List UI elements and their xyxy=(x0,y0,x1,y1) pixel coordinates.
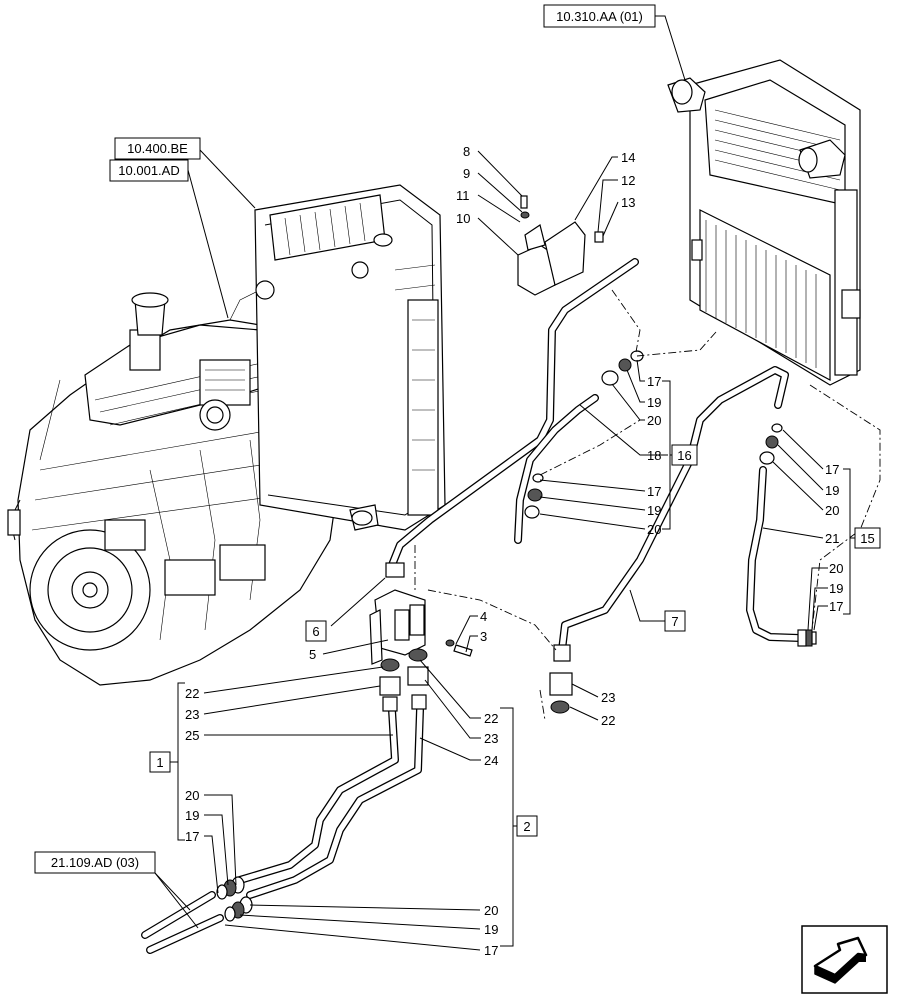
svg-text:6: 6 xyxy=(312,624,319,639)
callout-19-left: 19 xyxy=(185,808,199,823)
callout-8: 8 xyxy=(463,144,470,159)
pipes xyxy=(141,258,804,954)
svg-text:2: 2 xyxy=(523,819,530,834)
callout-17-d: 17 xyxy=(829,599,843,614)
callout-22-center: 22 xyxy=(484,711,498,726)
callout-11: 11 xyxy=(456,188,470,203)
callout-box-6: 6 xyxy=(305,620,327,642)
ref-box-engine-2[interactable]: 10.001.AD xyxy=(109,159,189,182)
ref-pipe-text: 21.109.AD (03) xyxy=(51,855,139,870)
callout-25: 25 xyxy=(185,728,199,743)
callout-17-a: 17 xyxy=(647,374,661,389)
callout-20-a: 20 xyxy=(647,413,661,428)
ref-radiator-text: 10.310.AA (01) xyxy=(556,9,643,24)
callout-21: 21 xyxy=(825,531,839,546)
engine-radiator-illustration xyxy=(254,184,446,531)
callout-17-left: 17 xyxy=(185,829,199,844)
callout-10: 10 xyxy=(456,211,470,226)
ref-box-pipe[interactable]: 21.109.AD (03) xyxy=(34,851,156,874)
ref-engine-1-text: 10.400.BE xyxy=(127,141,188,156)
callout-20-left: 20 xyxy=(185,788,199,803)
callout-19-b: 19 xyxy=(647,503,661,518)
ref-box-radiator[interactable]: 10.310.AA (01) xyxy=(543,4,656,28)
svg-text:15: 15 xyxy=(860,531,874,546)
callout-box-2: 2 xyxy=(516,815,538,837)
callout-box-1: 1 xyxy=(149,751,171,773)
callout-9: 9 xyxy=(463,166,470,181)
callout-18: 18 xyxy=(647,448,661,463)
ref-engine-2-text: 10.001.AD xyxy=(118,163,179,178)
callout-17-bottom: 17 xyxy=(484,943,498,958)
callout-19-bottom: 19 xyxy=(484,922,498,937)
callout-17-b: 17 xyxy=(647,484,661,499)
next-page-arrow-icon[interactable] xyxy=(801,925,888,994)
callout-14: 14 xyxy=(621,150,635,165)
ref-box-engine-1[interactable]: 10.400.BE xyxy=(114,137,201,160)
callout-box-16: 16 xyxy=(671,444,698,466)
callout-numbers: 8 9 11 10 14 12 13 17 19 20 18 17 19 20 … xyxy=(185,144,843,958)
callout-5: 5 xyxy=(309,647,316,662)
callout-22-right: 22 xyxy=(601,713,615,728)
svg-text:7: 7 xyxy=(671,614,678,629)
svg-text:1: 1 xyxy=(156,755,163,770)
callout-3: 3 xyxy=(480,629,487,644)
callout-22-left: 22 xyxy=(185,686,199,701)
callout-17-c: 17 xyxy=(825,462,839,477)
callout-23-right: 23 xyxy=(601,690,615,705)
callout-24: 24 xyxy=(484,753,498,768)
callout-20-c: 20 xyxy=(825,503,839,518)
callout-4: 4 xyxy=(480,609,487,624)
alignment-lines xyxy=(414,289,881,721)
callout-13: 13 xyxy=(621,195,635,210)
callout-23-center: 23 xyxy=(484,731,498,746)
callout-19-d: 19 xyxy=(829,581,843,596)
callout-20-bottom: 20 xyxy=(484,903,498,918)
callout-box-7: 7 xyxy=(664,610,686,632)
fittings xyxy=(216,195,817,922)
callout-20-b: 20 xyxy=(647,522,661,537)
callout-20-d: 20 xyxy=(829,561,843,576)
callout-19-a: 19 xyxy=(647,395,661,410)
oil-cooler-illustration xyxy=(667,59,861,386)
leader-lines xyxy=(154,15,855,951)
callout-23-left: 23 xyxy=(185,707,199,722)
callout-19-c: 19 xyxy=(825,483,839,498)
svg-text:16: 16 xyxy=(677,448,691,463)
callout-box-15: 15 xyxy=(854,527,881,549)
callout-12: 12 xyxy=(621,173,635,188)
